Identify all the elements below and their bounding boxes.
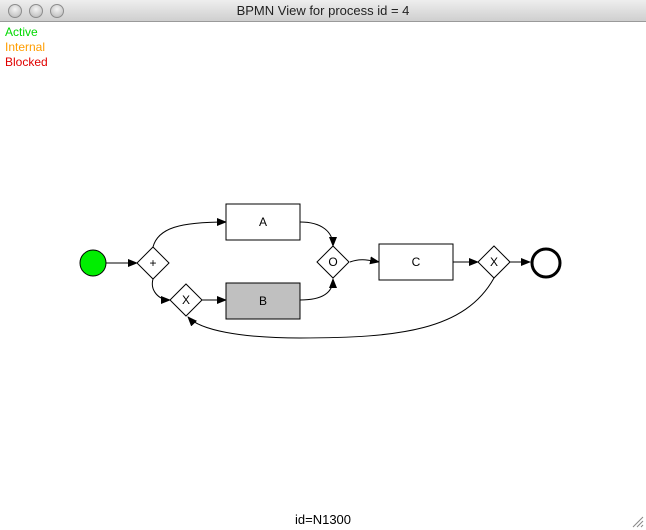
flow-b-to-or[interactable]: [299, 278, 337, 301]
flow-parallel-to-xor[interactable]: [151, 278, 171, 304]
parallel-gateway-label: +: [149, 256, 156, 270]
flow-a-to-or[interactable]: [299, 221, 337, 247]
flow-or-to-c[interactable]: [349, 256, 380, 265]
selected-node-id: id=N1300: [294, 512, 352, 527]
parallel-gateway[interactable]: +: [136, 246, 170, 280]
window-title: BPMN View for process id = 4: [236, 3, 410, 18]
bpmn-diagram: + X A B O C X: [79, 203, 562, 339]
minimize-window-button[interactable]: [29, 4, 43, 18]
task-c-label: C: [412, 255, 421, 269]
legend-active: Active: [5, 25, 38, 39]
resize-grip-icon[interactable]: [630, 514, 644, 528]
xor-merge-gateway-label: X: [182, 293, 190, 307]
task-b-label: B: [259, 294, 267, 308]
legend-internal: Internal: [5, 40, 46, 54]
task-a[interactable]: A: [225, 203, 301, 241]
or-gateway-label: O: [328, 255, 337, 269]
zoom-window-button[interactable]: [50, 4, 64, 18]
close-window-button[interactable]: [8, 4, 22, 18]
task-a-label: A: [259, 215, 267, 229]
task-b[interactable]: B: [225, 282, 301, 320]
xor-decision-gateway-label: X: [490, 255, 498, 269]
xor-decision-gateway[interactable]: X: [477, 245, 511, 279]
window-titlebar: BPMN View for process id = 4: [0, 0, 646, 22]
end-event[interactable]: [530, 247, 562, 279]
status-legend: Active Internal Blocked: [5, 25, 48, 70]
task-c[interactable]: C: [378, 243, 454, 281]
sequence-flows: [106, 218, 531, 339]
flow-decision-loop-back[interactable]: [187, 277, 495, 339]
flow-parallel-to-a[interactable]: [152, 218, 227, 248]
start-event[interactable]: [79, 249, 107, 277]
legend-blocked: Blocked: [5, 55, 48, 69]
xor-merge-gateway[interactable]: X: [169, 283, 203, 317]
or-gateway[interactable]: O: [316, 245, 350, 279]
